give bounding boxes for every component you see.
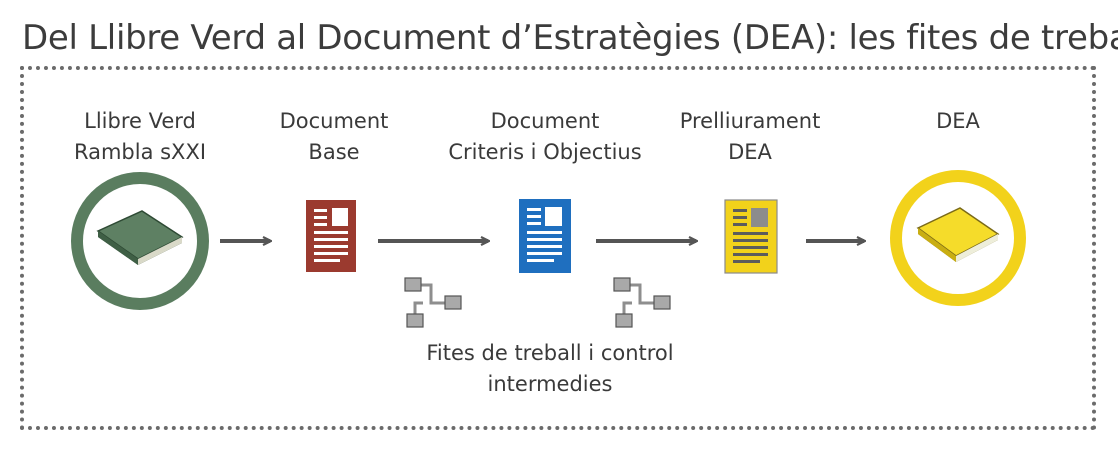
diagram-title: Del Llibre Verd al Document d’Estratègie… — [22, 18, 1118, 58]
stage-label-line1: Llibre Verd — [84, 109, 196, 133]
stage-label-line1: Document — [279, 109, 389, 133]
stage-label-dea: DEA — [858, 106, 1058, 137]
stage-label-criteris-objectius: Document Criteris i Objectius — [430, 106, 660, 168]
stage-label-line2: Base — [308, 140, 360, 164]
stage-label-line1: Document — [490, 109, 600, 133]
stage-label-line1: Prelliurament — [679, 109, 821, 133]
stage-label-line2: Criteris i Objectius — [448, 140, 642, 164]
workflow-icon — [613, 277, 671, 328]
stage-label-prelliurament: Prelliurament DEA — [650, 106, 850, 168]
milestones-label: Fites de treball i control intermedies — [390, 338, 710, 400]
stage-label-llibre-verd: Llibre Verd Rambla sXXI — [40, 106, 240, 168]
stage-label-document-base: Document Base — [234, 106, 434, 168]
stage-label-line1: DEA — [936, 109, 980, 133]
yellow-book-icon — [890, 170, 1026, 306]
yellow-document-icon — [724, 199, 778, 274]
blue-document-icon — [519, 199, 571, 273]
milestones-label-line1: Fites de treball i control — [426, 341, 674, 365]
milestones-label-line2: intermedies — [487, 372, 613, 396]
workflow-icon — [404, 277, 462, 328]
stage-label-line2: DEA — [728, 140, 772, 164]
stage-label-line2: Rambla sXXI — [73, 140, 207, 164]
dotted-frame — [20, 66, 1096, 430]
red-document-icon — [306, 200, 356, 272]
green-book-icon — [71, 172, 209, 310]
